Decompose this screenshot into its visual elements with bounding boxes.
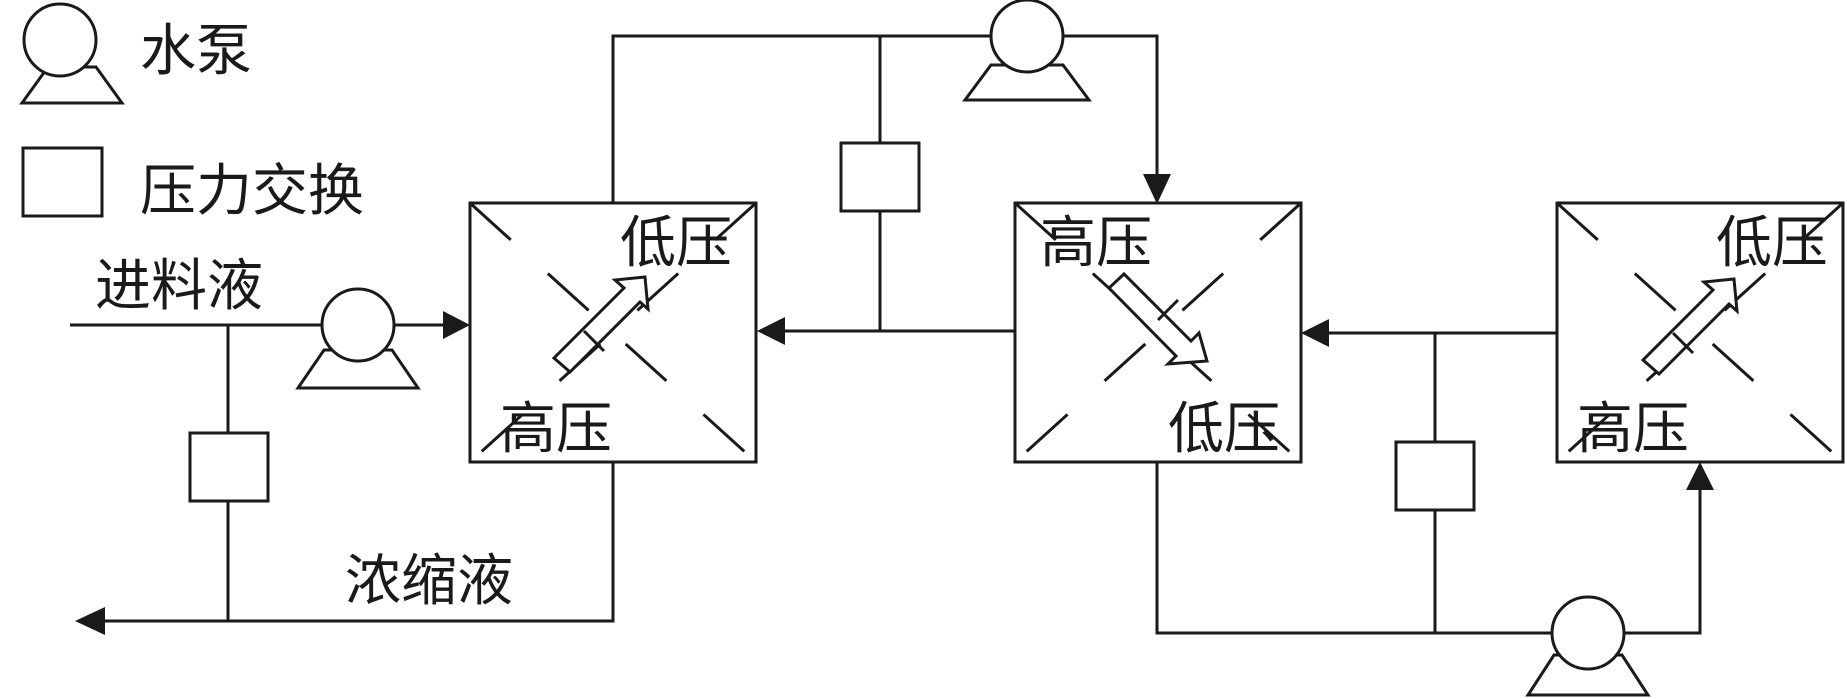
vessel-2-low-label: 低压: [1168, 399, 1280, 461]
exchange-legend-icon: [21, 146, 104, 218]
flow-direction-arrow: [551, 275, 650, 375]
pump-legend-icon: [19, 2, 125, 105]
bottom-loop-line: [1155, 463, 1702, 635]
piping: [70, 34, 1702, 635]
pump-top: [962, 0, 1092, 102]
concentrate-label: 浓缩液: [345, 551, 513, 613]
arrow-into-vessel-3-bottom: [1686, 462, 1714, 490]
vessel-1: 低压 高压: [468, 201, 758, 464]
pressure-exchanger-left: [188, 431, 270, 503]
vessel-1-high-label: 高压: [500, 399, 612, 461]
arrow-into-vessel-2-top: [1143, 174, 1171, 204]
feed-label: 进料液: [95, 256, 263, 318]
arrow-into-vessel-1-right: [757, 317, 785, 345]
vessel-2: 高压 低压: [1013, 201, 1303, 464]
pressure-exchanger-top: [839, 141, 921, 213]
pressure-exchanger-right: [1394, 440, 1476, 512]
arrow-concentrate-out: [75, 607, 105, 635]
vessel-3-high-label: 高压: [1577, 399, 1689, 461]
pump-bottom: [1525, 595, 1651, 697]
vessel-2-high-label: 高压: [1040, 213, 1152, 275]
flow-direction-arrow: [1640, 277, 1739, 377]
pump-feed: [295, 287, 421, 390]
exchange-legend-label: 压力交换: [140, 161, 364, 223]
top-header-line: [611, 34, 1159, 202]
vessel-3: 低压 高压: [1555, 201, 1845, 464]
vessel-1-low-label: 低压: [620, 213, 732, 275]
arrow-into-vessel-2-right: [1301, 319, 1329, 347]
legend: 水泵 压力交换: [19, 2, 364, 223]
arrow-into-vessel-1: [443, 311, 470, 339]
pump-legend-label: 水泵: [140, 21, 252, 83]
flow-arrows: [75, 174, 1714, 635]
vessel-3-low-label: 低压: [1716, 213, 1828, 275]
concentrate-line: [100, 463, 615, 623]
